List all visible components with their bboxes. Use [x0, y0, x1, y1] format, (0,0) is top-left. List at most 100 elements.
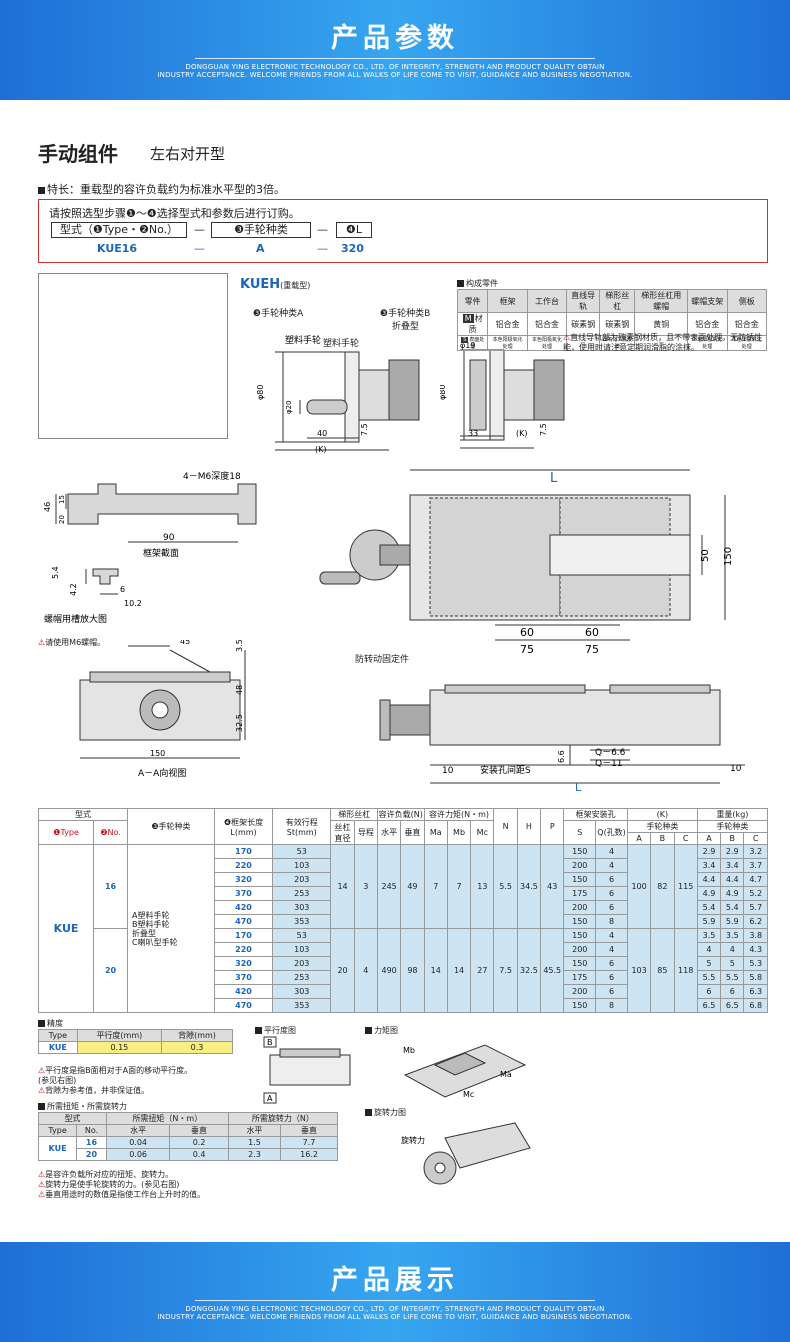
dash: — — [194, 223, 205, 236]
svg-text:旋转力: 旋转力 — [401, 1135, 425, 1145]
aa-view-drawing: 45 3.5 48 32.5 150 A－A向视图 — [79, 640, 246, 779]
spec-cell: 6 — [595, 956, 628, 971]
torque-notes: ⚠是容许负载所对应的扭矩、旋转力。 ⚠旋转力是使手轮旋转的力。(参见右图) ⚠垂… — [38, 1170, 206, 1199]
svg-text:(K): (K) — [516, 429, 528, 438]
spec-cell: 5.3 — [743, 956, 768, 971]
spec-cell: 5.9 — [720, 914, 745, 929]
spec-cell: 490 — [376, 928, 402, 1013]
spec-cell: 5.2 — [743, 886, 768, 901]
order-col-wheel: ❸手轮种类 — [211, 222, 311, 238]
spec-cell: 14 — [446, 928, 472, 1013]
banner-line1: DONGGUAN YING ELECTRONIC TECHNOLOGY CO.,… — [185, 63, 605, 71]
spec-cell: 470 — [213, 914, 274, 929]
svg-text:6: 6 — [120, 585, 125, 594]
parts-cell: 框架 — [487, 289, 528, 313]
spec-cell: 253 — [272, 886, 332, 901]
svg-text:L: L — [550, 471, 558, 486]
spec-cell: 4.9 — [720, 886, 745, 901]
precision-title: 精度 — [38, 1018, 63, 1029]
spec-cell: 20 — [330, 928, 355, 1013]
page-title: 手动组件 — [38, 142, 118, 166]
spec-cell: 3.5 — [696, 928, 722, 943]
spec-cell: 200 — [563, 984, 597, 999]
svg-text:48: 48 — [235, 685, 244, 695]
spec-cell: 16 — [93, 844, 128, 929]
spec-cell: 200 — [563, 858, 597, 873]
svg-text:20: 20 — [58, 515, 66, 524]
svg-text:50: 50 — [700, 549, 711, 562]
spec-cell: 6 — [595, 984, 628, 999]
spec-cell: 170 — [213, 844, 274, 859]
svg-text:B: B — [267, 1038, 273, 1047]
label-plastic-b: 塑料手轮 — [323, 339, 360, 349]
spec-cell: 253 — [272, 970, 332, 985]
spec-cell: 220 — [213, 858, 274, 873]
parts-cell: 梯形丝杠 — [599, 289, 636, 313]
parts-cell: 铝合金 — [487, 312, 528, 336]
banner-title: 产品参数 — [331, 23, 459, 54]
svg-text:10: 10 — [730, 764, 742, 774]
spec-cell: 85 — [650, 928, 675, 1013]
spec-cell: 4 — [353, 928, 379, 1013]
dash: — — [194, 242, 205, 255]
spec-cell: 6.5 — [696, 998, 722, 1013]
dash: — — [317, 223, 328, 236]
svg-text:φ80: φ80 — [440, 385, 447, 400]
spec-cell: 3.4 — [696, 858, 722, 873]
bottom-banner-line1: DONGGUAN YING ELECTRONIC TECHNOLOGY CO.,… — [185, 1305, 605, 1313]
svg-text:150: 150 — [150, 749, 165, 758]
spec-cell: 470 — [213, 998, 274, 1013]
svg-text:Mb: Mb — [403, 1046, 415, 1055]
order-val-type: KUE16 — [97, 242, 138, 255]
svg-text:A－A向视图: A－A向视图 — [138, 767, 186, 779]
spec-cell: 6 — [595, 886, 628, 901]
spec-cell: 7 — [423, 844, 448, 929]
svg-text:Ma: Ma — [500, 1070, 512, 1079]
spec-cell: 370 — [213, 886, 274, 901]
spec-cell: 320 — [213, 872, 274, 887]
spec-cell: 3.5 — [720, 928, 745, 943]
parts-cell: 本色阳极氧化处理 — [526, 335, 568, 351]
parts-cell: 零件 — [456, 289, 489, 313]
order-col-L: ❹L — [336, 222, 372, 238]
spec-cell: 3 — [353, 844, 379, 929]
bottom-banner-line2: INDUSTRY ACCEPTANCE. WELCOME FRIENDS FRO… — [157, 1313, 633, 1321]
spec-cell: 100 — [626, 844, 652, 929]
svg-text:33: 33 — [468, 429, 478, 438]
parts-cell: 侧板 — [726, 289, 768, 313]
order-instruction: 请按照选型步骤❶～❹选择型式和参数后进行订购。 — [49, 207, 300, 220]
svg-text:φ20: φ20 — [285, 400, 293, 414]
spec-cell: 103 — [626, 928, 652, 1013]
spec-cell: 7 — [446, 844, 472, 929]
spec-cell: 32.5 — [516, 928, 542, 1013]
side-view-drawing: Q－6.6 Q－11 6.6 10 10 安装孔间距S L — [379, 684, 745, 794]
svg-text:10: 10 — [442, 766, 454, 776]
wheel-a-label: ❸手轮种类A — [253, 309, 304, 319]
spec-cell: 200 — [563, 942, 597, 957]
spec-cell: 5.8 — [743, 970, 768, 985]
svg-text:60: 60 — [585, 626, 599, 639]
spec-cell: 420 — [213, 984, 274, 999]
svg-text:10.2: 10.2 — [124, 599, 142, 608]
parts-cell: 铝合金 — [526, 312, 568, 336]
spec-cell: 4 — [696, 942, 722, 957]
spec-cell: 4 — [595, 942, 628, 957]
spec-cell: 150 — [563, 956, 597, 971]
spec-cell: 150 — [563, 844, 597, 859]
parts-cell: 铝合金 — [687, 312, 728, 336]
spec-cell: 5.5 — [493, 844, 518, 929]
svg-text:32.5: 32.5 — [235, 714, 244, 732]
spec-cell: 175 — [563, 970, 597, 985]
spec-cell: 420 — [213, 900, 274, 915]
spec-cell: 245 — [376, 844, 402, 929]
spec-cell: 13 — [470, 844, 495, 929]
svg-text:安装孔间距S: 安装孔间距S — [480, 764, 531, 776]
product-photo — [38, 273, 228, 439]
parts-title: 构成零件 — [457, 278, 498, 289]
parts-cell: 直线导轨 — [566, 289, 601, 313]
order-val-wheel: A — [256, 242, 265, 255]
